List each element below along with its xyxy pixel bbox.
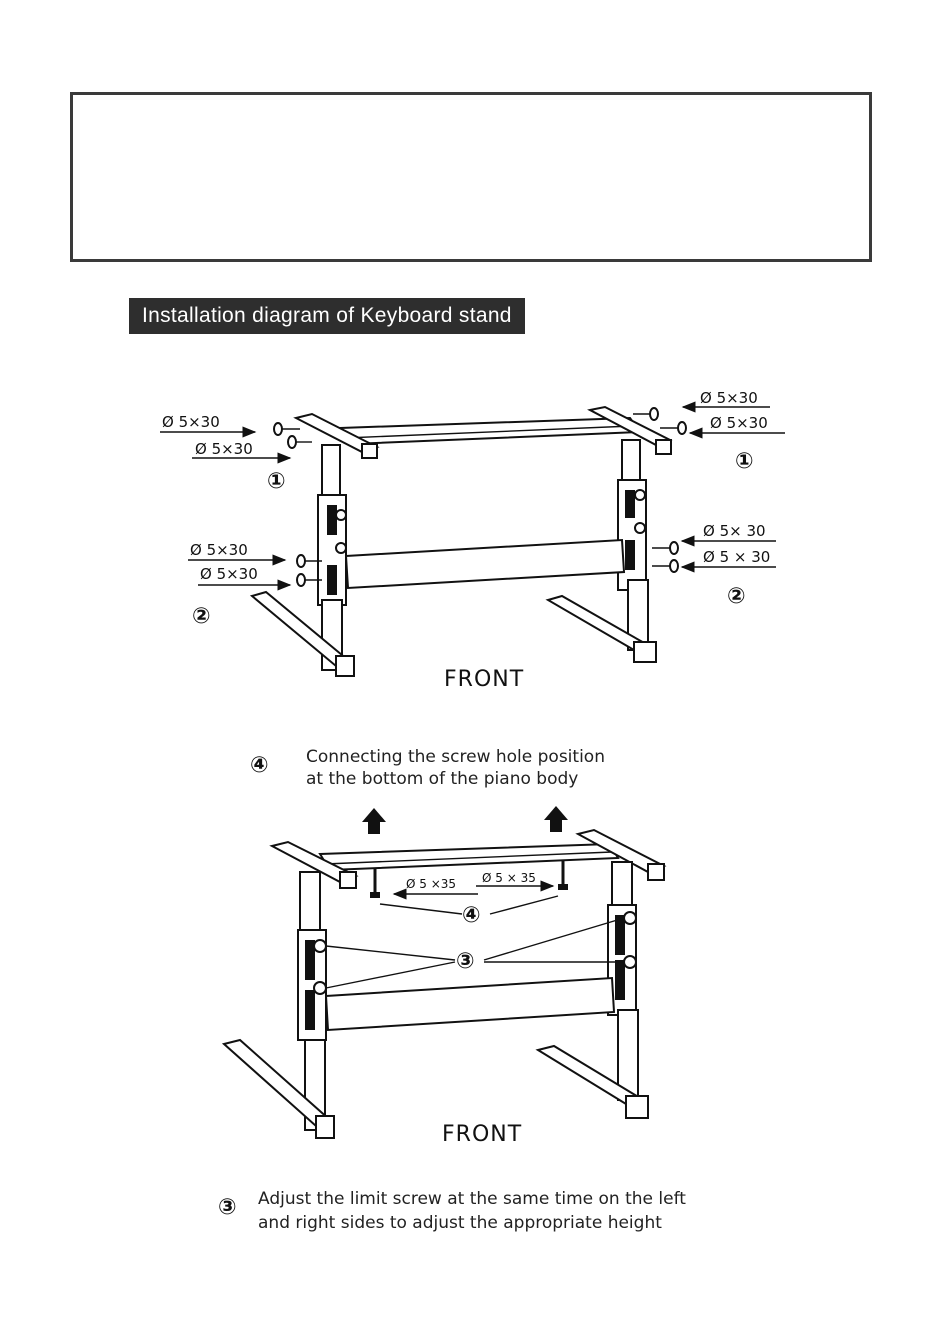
page-title: Installation diagram of Keyboard stand	[129, 298, 525, 334]
screw-label-right-top: Ø 5×30	[700, 389, 758, 407]
screw-label-left-top: Ø 5×30	[162, 413, 220, 431]
step-3-text-line1: Adjust the limit screw at the same time …	[258, 1189, 686, 1209]
step-3-marker: ③	[218, 1195, 237, 1220]
front-label-1: FRONT	[444, 667, 524, 692]
step-3-center-marker: ③	[456, 949, 475, 974]
screw-label-bottom-left: Ø 5 ×35	[406, 877, 456, 891]
screw-label-left-second: Ø 5×30	[195, 440, 253, 458]
step-4-text-line1: Connecting the screw hole position	[306, 747, 605, 767]
screw-label-left-lower-second: Ø 5×30	[200, 565, 258, 583]
step-1-marker-left: ①	[267, 469, 286, 494]
step-2-marker-right: ②	[727, 584, 746, 609]
front-label-2: FRONT	[442, 1122, 522, 1147]
screw-label-bottom-right: Ø 5 × 35	[482, 871, 536, 885]
step-1-marker-right: ①	[735, 449, 754, 474]
step-4-marker: ④	[250, 753, 269, 778]
screw-label-right-lower-top: Ø 5× 30	[703, 522, 766, 540]
screw-label-right-lower-second: Ø 5 × 30	[703, 548, 770, 566]
step-4-text-line2: at the bottom of the piano body	[306, 769, 578, 789]
screw-label-right-second: Ø 5×30	[710, 414, 768, 432]
stand-drawing-1	[160, 401, 785, 677]
empty-header-box	[70, 92, 872, 262]
screw-label-left-lower-top: Ø 5×30	[190, 541, 248, 559]
step-2-marker-left: ②	[192, 604, 211, 629]
step-4-center-marker: ④	[462, 903, 481, 928]
step-3-text-line2: and right sides to adjust the appropriat…	[258, 1213, 662, 1233]
stand-drawing-2	[221, 806, 667, 1139]
